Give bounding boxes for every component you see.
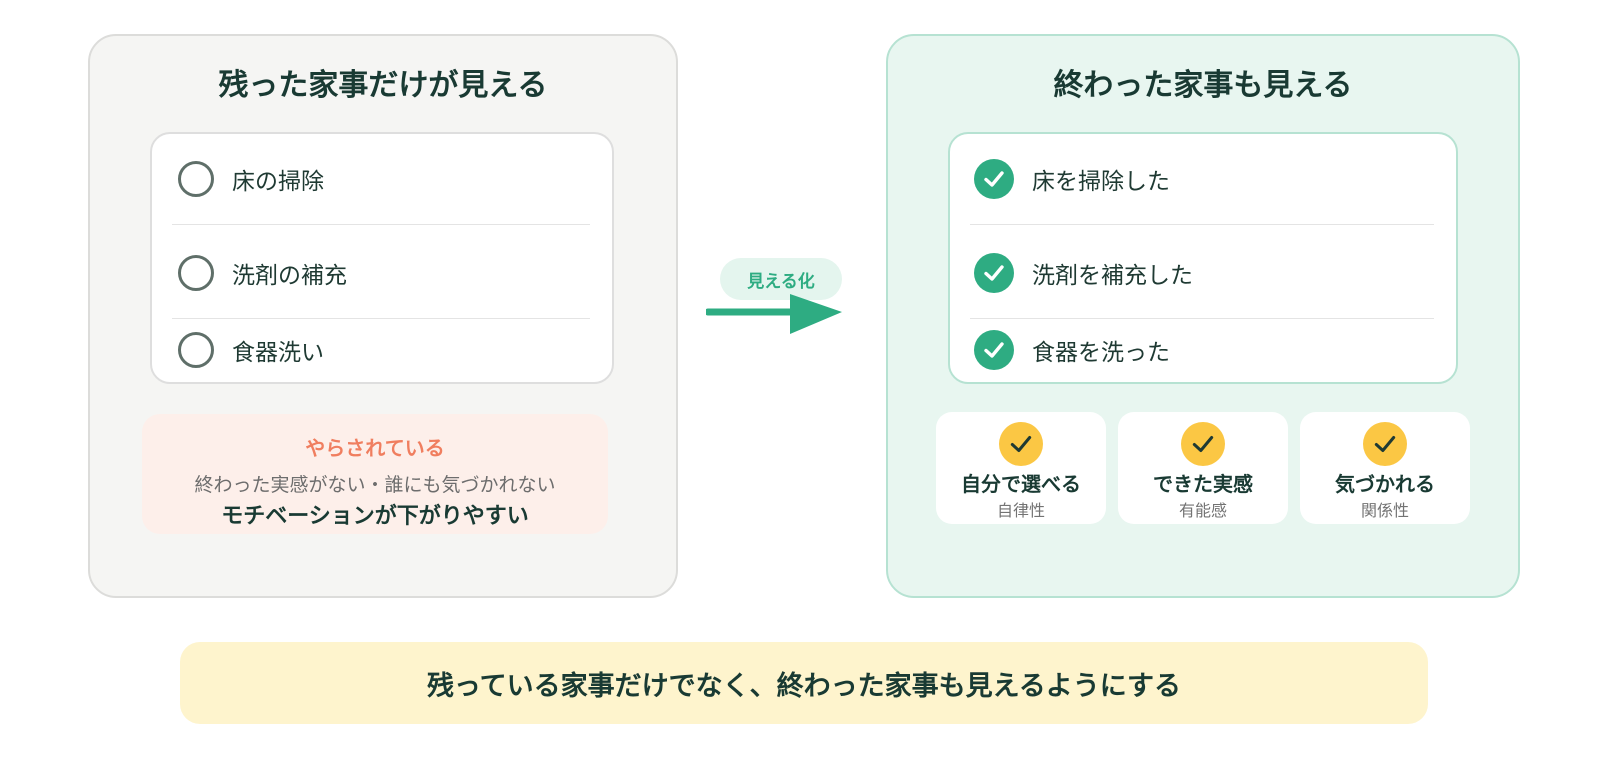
task-item-done[interactable]: 洗剤を補充した xyxy=(970,228,1434,319)
status-consequence: モチベーションが下がりやすい xyxy=(221,504,529,529)
task-label: 食器を洗った xyxy=(1032,340,1170,366)
summary-banner: 残っている家事だけでなく、終わった家事も見えるようにする xyxy=(180,642,1428,724)
task-item[interactable]: 食器洗い xyxy=(172,320,590,380)
right-arrow-icon xyxy=(706,294,842,334)
need-card-autonomy: 自分で選べる 自律性 xyxy=(936,412,1106,524)
before-task-list: 床の掃除 洗剤の補充 食器洗い xyxy=(150,132,614,384)
after-panel: 終わった家事も見える 床を掃除した 洗剤を補充した 食器を洗った 自分で選べる … xyxy=(886,34,1520,598)
yellow-check-icon xyxy=(1181,422,1225,466)
need-label: 自分で選べる xyxy=(961,472,1081,496)
task-label: 洗剤を補充した xyxy=(1032,263,1193,289)
task-label: 洗剤の補充 xyxy=(232,263,347,289)
need-sub: 有能感 xyxy=(1178,501,1227,520)
before-panel-title: 残った家事だけが見える xyxy=(218,68,548,103)
forced-status-box: やらされている 終わった実感がない・誰にも気づかれない モチベーションが下がりや… xyxy=(142,414,608,534)
task-item[interactable]: 洗剤の補充 xyxy=(172,228,590,319)
after-panel-title: 終わった家事も見える xyxy=(1053,68,1353,103)
empty-circle-icon[interactable] xyxy=(178,332,214,368)
yellow-check-icon xyxy=(1363,422,1407,466)
task-item-done[interactable]: 床を掃除した xyxy=(970,134,1434,225)
after-task-list: 床を掃除した 洗剤を補充した 食器を洗った xyxy=(948,132,1458,384)
need-label: 気づかれる xyxy=(1335,472,1435,496)
need-card-relatedness: 気づかれる 関係性 xyxy=(1300,412,1470,524)
task-label: 床を掃除した xyxy=(1032,169,1170,195)
check-icon[interactable] xyxy=(974,330,1014,370)
task-label: 床の掃除 xyxy=(232,169,324,195)
task-label: 食器洗い xyxy=(232,340,324,366)
status-label: やらされている xyxy=(305,436,445,460)
need-sub: 関係性 xyxy=(1360,501,1409,520)
task-item-done[interactable]: 食器を洗った xyxy=(970,320,1434,380)
visualization-badge: 見える化 xyxy=(720,258,842,300)
need-label: できた実感 xyxy=(1153,472,1253,496)
task-item[interactable]: 床の掃除 xyxy=(172,134,590,225)
need-sub: 自律性 xyxy=(996,501,1045,520)
check-icon[interactable] xyxy=(974,159,1014,199)
empty-circle-icon[interactable] xyxy=(178,255,214,291)
yellow-check-icon xyxy=(999,422,1043,466)
empty-circle-icon[interactable] xyxy=(178,161,214,197)
before-panel: 残った家事だけが見える 床の掃除 洗剤の補充 食器洗い やらされている 終わった… xyxy=(88,34,678,598)
status-description: 終わった実感がない・誰にも気づかれない xyxy=(194,474,556,496)
check-icon[interactable] xyxy=(974,253,1014,293)
need-card-competence: できた実感 有能感 xyxy=(1118,412,1288,524)
